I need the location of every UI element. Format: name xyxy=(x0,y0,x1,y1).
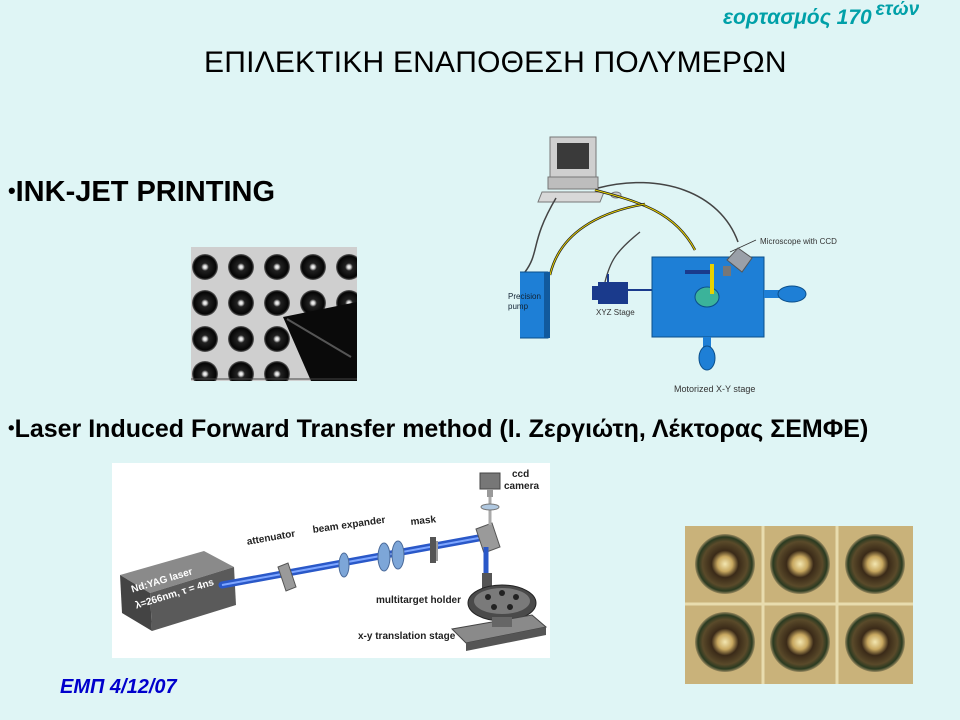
mirror-optic xyxy=(475,522,501,554)
slide-title: ΕΠΙΛΕΚΤΙΚΗ ΕΝΑΠΟΘΕΣΗ ΠΟΛΥΜΕΡΩΝ xyxy=(204,46,787,79)
bullet-marker: • xyxy=(8,417,15,438)
bullet-marker: • xyxy=(8,178,16,203)
lift-setup-diagram: Nd:YAG laser λ=266nm, τ = 4ns attenuator… xyxy=(112,463,550,658)
inkjet-dots-graphic xyxy=(191,247,357,381)
lift-deposits-graphic xyxy=(685,526,913,684)
microscope-icon xyxy=(723,247,753,276)
laser-source xyxy=(120,551,236,631)
attenuator-optic xyxy=(277,562,297,592)
anniversary-superscript: ετών xyxy=(875,0,920,20)
bullet-lift-text: Laser Induced Forward Transfer method (I… xyxy=(14,415,869,443)
multitarget-label: multitarget holder xyxy=(376,595,462,606)
lift-deposits-image xyxy=(685,526,913,684)
ccd-camera xyxy=(479,472,501,525)
multitarget-holder xyxy=(467,573,537,622)
xyz-stage-label: XYZ Stage xyxy=(596,308,635,317)
footer-date: ΕΜΠ 4/12/07 xyxy=(60,676,177,698)
anniversary-text: εορτασμός 170 xyxy=(723,6,872,29)
lift-graphic xyxy=(120,472,548,651)
printing-setup-diagram: Microscope with CCD Precision pump XYZ S… xyxy=(508,132,837,402)
ccd-label-line2: camera xyxy=(504,481,540,492)
ccd-label-line1: ccd xyxy=(512,469,530,480)
beam-expander-optic xyxy=(338,540,405,578)
bullet-inkjet-text: INK-JET PRINTING xyxy=(15,176,276,208)
motorized-stage xyxy=(651,256,807,371)
pump-label-line1: Precision xyxy=(508,292,541,301)
mask-optic xyxy=(430,537,438,563)
inkjet-dots-image xyxy=(191,247,357,381)
pump-label-line2: pump xyxy=(508,302,529,311)
xyz-stage xyxy=(592,274,655,304)
xy-stage-label: x-y translation stage xyxy=(358,631,456,642)
motorized-stage-label: Motorized X-Y stage xyxy=(674,384,756,394)
bullet-lift: •Laser Induced Forward Transfer method (… xyxy=(8,415,868,444)
precision-pump xyxy=(520,271,550,339)
bullet-inkjet: •INK-JET PRINTING xyxy=(8,176,275,209)
computer-icon xyxy=(537,136,622,203)
xy-translation-stage xyxy=(450,614,548,651)
microscope-label: Microscope with CCD xyxy=(760,237,837,246)
setup-graphic xyxy=(520,136,807,371)
